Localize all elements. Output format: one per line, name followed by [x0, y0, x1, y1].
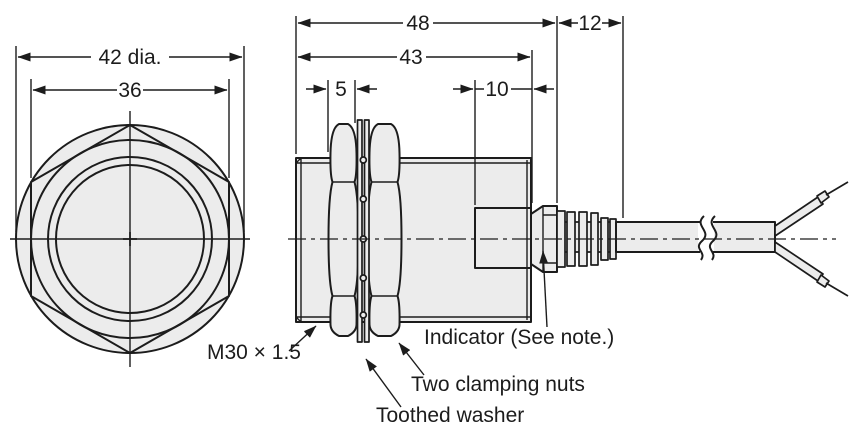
upper-conductor — [825, 181, 849, 196]
cable — [615, 215, 776, 261]
washer-tooth — [359, 156, 368, 164]
clamping-nut-2 — [366, 123, 403, 337]
dim-text-42: 42 dia. — [98, 46, 161, 69]
washer-plate-1 — [356, 119, 363, 343]
side-view-dimensions: 48 12 43 5 10 — [295, 12, 624, 218]
dim-text-12: 12 — [578, 12, 601, 35]
dim-text-43: 43 — [399, 46, 422, 69]
clamping-nut-2-facets — [371, 181, 398, 297]
front-view-dimensions: 42 dia. 36 — [15, 46, 245, 232]
washer-tooth — [359, 195, 368, 203]
leader-indicator — [539, 250, 549, 328]
upper-wire — [774, 196, 824, 237]
toothed-washer — [356, 119, 370, 343]
leader-toothed-washer — [365, 358, 402, 408]
label-thread-spec: M30 × 1.5 — [207, 341, 301, 364]
extension-lines-42 — [15, 46, 245, 232]
washer-tooth — [359, 311, 368, 319]
clamping-nut-1-facets — [332, 181, 355, 297]
leader-thread — [288, 325, 317, 352]
washer-tooth — [359, 274, 368, 282]
label-clamping-nuts: Two clamping nuts — [411, 373, 585, 396]
lower-wire — [774, 241, 824, 282]
cable-sheath — [615, 221, 776, 253]
dim-text-48: 48 — [406, 12, 429, 35]
dim-text-5: 5 — [335, 78, 347, 101]
label-toothed-washer: Toothed washer — [376, 404, 524, 427]
clamping-nut-1 — [327, 123, 360, 337]
leader-clamping-nuts — [398, 342, 425, 376]
washer-plate-2 — [363, 119, 370, 343]
callouts: M30 × 1.5 Indicator (See note.) Two clam… — [207, 250, 614, 427]
upper-wire-tip — [816, 190, 830, 204]
dim-text-36: 36 — [118, 79, 141, 102]
lower-conductor — [825, 282, 849, 297]
cable-break-curve-right — [708, 215, 718, 261]
side-view — [288, 119, 849, 343]
lead-wires — [774, 181, 849, 297]
lower-wire-tip — [816, 274, 830, 288]
extension-lines-36 — [30, 79, 230, 178]
body-detail-lines — [295, 157, 531, 323]
cable-break-curve-left — [697, 215, 707, 261]
extension-lines-side — [295, 16, 624, 218]
front-view — [10, 111, 250, 367]
label-indicator: Indicator (See note.) — [424, 326, 614, 349]
center-cross-mark — [123, 232, 137, 246]
dim-text-10: 10 — [485, 78, 508, 101]
cable-edge-patches — [698, 221, 716, 253]
